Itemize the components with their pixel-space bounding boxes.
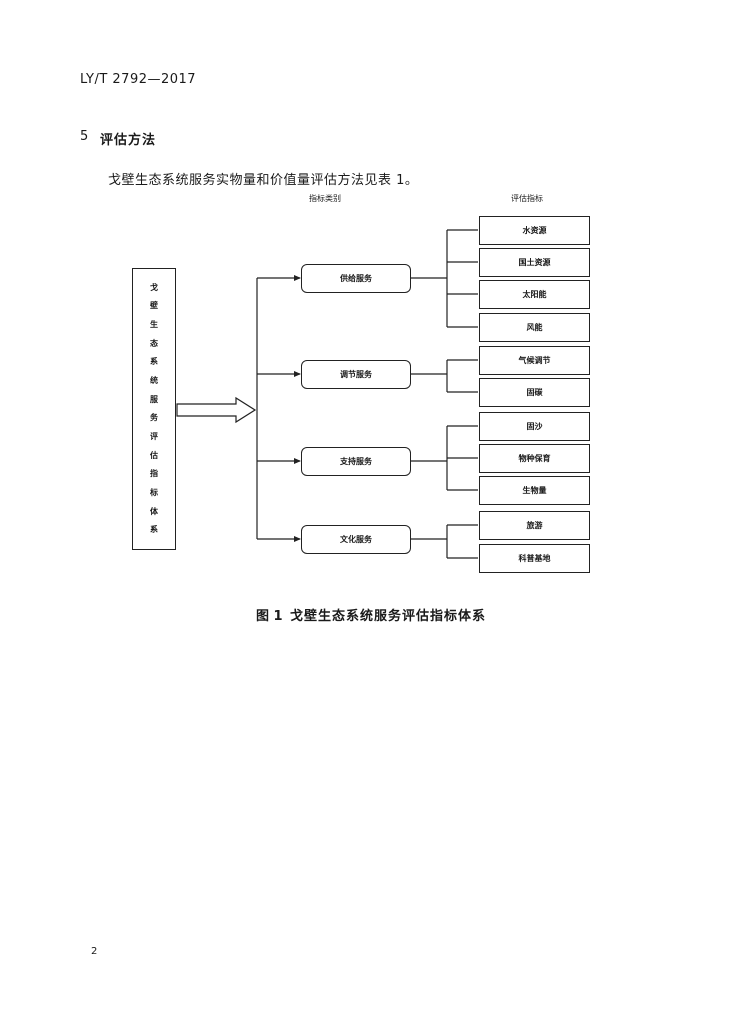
- root-char: 估: [150, 450, 158, 460]
- indicator-box: 旅游: [479, 511, 590, 540]
- root-char: 生: [150, 319, 158, 329]
- standard-code: LY/T 2792—2017: [80, 72, 197, 87]
- figure-caption-text: 戈壁生态系统服务评估指标体系: [290, 609, 487, 624]
- root-char: 统: [150, 375, 158, 385]
- indicator-box: 气候调节: [479, 346, 590, 375]
- indicator-box: 固碳: [479, 378, 590, 407]
- root-char: 系: [150, 525, 158, 535]
- indicator-box: 太阳能: [479, 280, 590, 309]
- body-paragraph: 戈壁生态系统服务实物量和价值量评估方法见表 1。: [108, 173, 419, 188]
- category-box-supporting: 支持服务: [301, 447, 411, 476]
- indicator-box: 固沙: [479, 412, 590, 441]
- root-char: 壁: [150, 301, 158, 311]
- root-char: 务: [150, 413, 158, 423]
- indicator-box: 国土资源: [479, 248, 590, 277]
- indicator-box: 科普基地: [479, 544, 590, 573]
- category-box-supply: 供给服务: [301, 264, 411, 293]
- indicator-column-header: 评估指标: [511, 194, 543, 203]
- indicator-box: 风能: [479, 313, 590, 342]
- category-column-header: 指标类别: [309, 194, 341, 203]
- indicator-branches: [411, 229, 478, 559]
- root-char: 服: [150, 394, 158, 404]
- section-number: 5: [80, 129, 89, 144]
- category-arrowheads: [294, 275, 301, 542]
- root-box: 戈 壁 生 态 系 统 服 务 评 估 指 标 体 系: [132, 268, 176, 550]
- root-char: 标: [150, 487, 158, 497]
- root-char: 态: [150, 338, 158, 348]
- indicator-box: 物种保育: [479, 444, 590, 473]
- page-number: 2: [91, 946, 98, 957]
- category-box-regulating: 调节服务: [301, 360, 411, 389]
- hollow-arrow: [176, 396, 257, 424]
- root-char: 戈: [150, 282, 158, 292]
- category-box-cultural: 文化服务: [301, 525, 411, 554]
- figure-caption-number: 图 1: [256, 609, 283, 624]
- root-char: 体: [150, 506, 158, 516]
- root-char: 评: [150, 431, 158, 441]
- root-char: 指: [150, 469, 158, 479]
- root-char: 系: [150, 357, 158, 367]
- category-branches: [257, 277, 300, 540]
- section-title: 评估方法: [100, 133, 157, 148]
- indicator-box: 水资源: [479, 216, 590, 245]
- indicator-box: 生物量: [479, 476, 590, 505]
